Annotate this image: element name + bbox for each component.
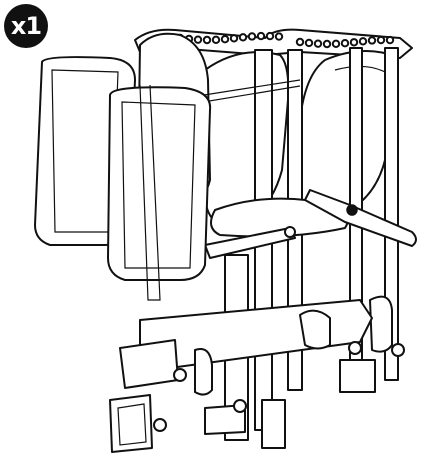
chain-hole	[340, 38, 350, 48]
chain-hole	[295, 37, 305, 47]
chain-hole	[202, 35, 212, 45]
chain-hole	[304, 38, 314, 48]
chain-hole	[193, 35, 203, 44]
chain-hole	[313, 39, 323, 48]
front-lever-bar	[204, 227, 296, 259]
chain-hole	[238, 33, 248, 42]
chain-hole	[322, 39, 332, 49]
quantity-badge: x1	[4, 4, 48, 48]
chain-hole	[376, 35, 386, 45]
chain-hole	[274, 32, 284, 41]
chain-hole	[265, 31, 275, 41]
chain-hole	[358, 37, 368, 46]
chain-hole	[256, 31, 266, 41]
chain-hole	[331, 39, 341, 49]
base-assembly	[109, 299, 373, 453]
quantity-label: x1	[10, 12, 42, 40]
chain-hole	[229, 34, 239, 43]
seat-pad	[210, 197, 350, 238]
front-knee-pads	[34, 56, 212, 301]
chain-hole	[367, 36, 377, 45]
chain-hole	[385, 35, 395, 45]
chain-hole	[220, 34, 230, 44]
chain-hole	[349, 38, 359, 47]
adjustment-lever	[304, 189, 417, 247]
chain-hole	[211, 35, 221, 45]
chain-hole	[247, 32, 257, 41]
